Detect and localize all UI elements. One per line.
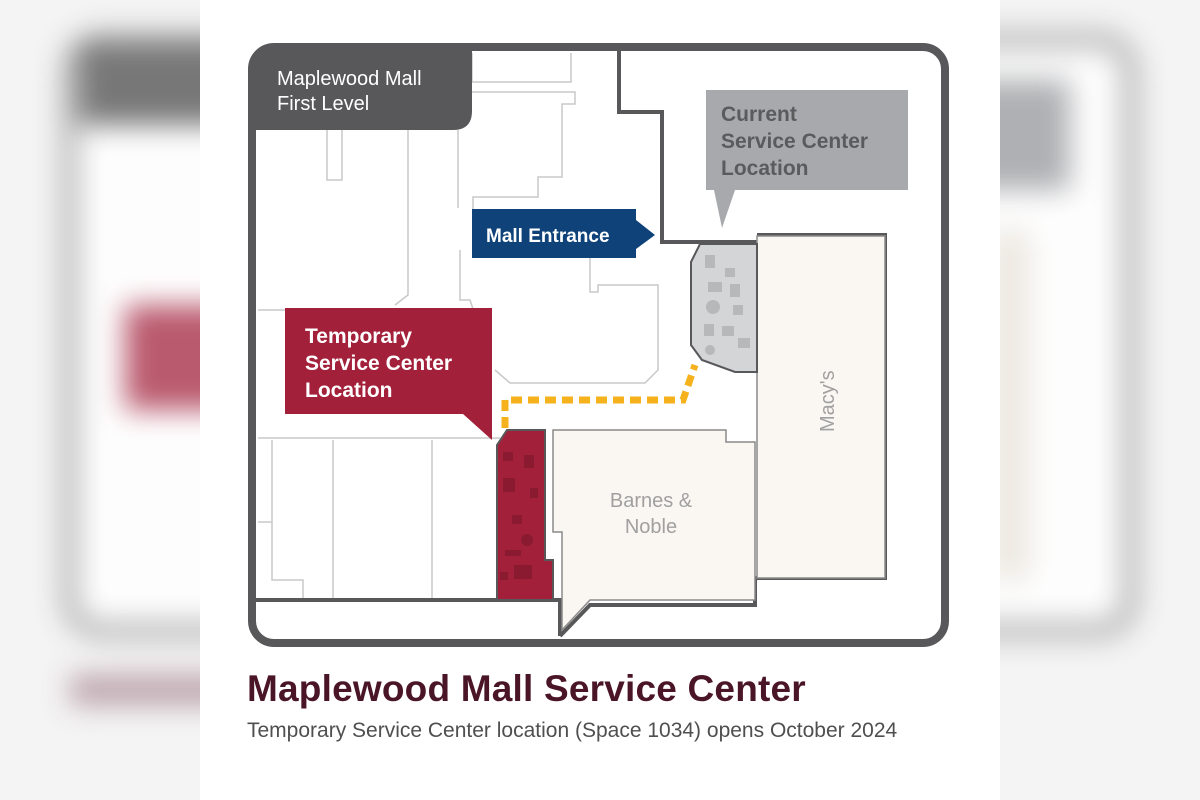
store-macys bbox=[756, 235, 886, 579]
level-badge bbox=[252, 47, 472, 130]
service-icons-pattern-grey bbox=[704, 255, 750, 355]
current-location-callout bbox=[706, 90, 908, 228]
current-callout-line2: Service Center bbox=[721, 130, 868, 153]
store-barnes-noble bbox=[552, 429, 756, 632]
current-callout-line1: Current bbox=[721, 103, 797, 126]
macys-label: Macy's bbox=[817, 370, 839, 432]
temporary-callout-line3: Location bbox=[305, 379, 393, 402]
temporary-service-center-space bbox=[496, 429, 554, 601]
barnes-label-1: Barnes & bbox=[610, 490, 693, 512]
page-title: Maplewood Mall Service Center bbox=[247, 668, 806, 709]
level-badge-line2: First Level bbox=[277, 93, 369, 115]
current-service-center-space bbox=[690, 243, 758, 373]
temporary-callout-line2: Service Center bbox=[305, 352, 452, 375]
mall-entrance-label bbox=[472, 209, 655, 258]
level-badge-line1: Maplewood Mall bbox=[277, 68, 422, 90]
current-callout-line3: Location bbox=[721, 157, 809, 180]
page-subtitle: Temporary Service Center location (Space… bbox=[247, 719, 898, 742]
walking-route bbox=[501, 363, 699, 428]
temporary-callout-line1: Temporary bbox=[305, 325, 412, 348]
temporary-location-callout bbox=[285, 308, 492, 440]
barnes-label-2: Noble bbox=[625, 516, 677, 538]
service-icons-pattern-red bbox=[500, 452, 538, 580]
store-outlines bbox=[258, 53, 659, 600]
mall-entrance-text: Mall Entrance bbox=[486, 226, 610, 247]
